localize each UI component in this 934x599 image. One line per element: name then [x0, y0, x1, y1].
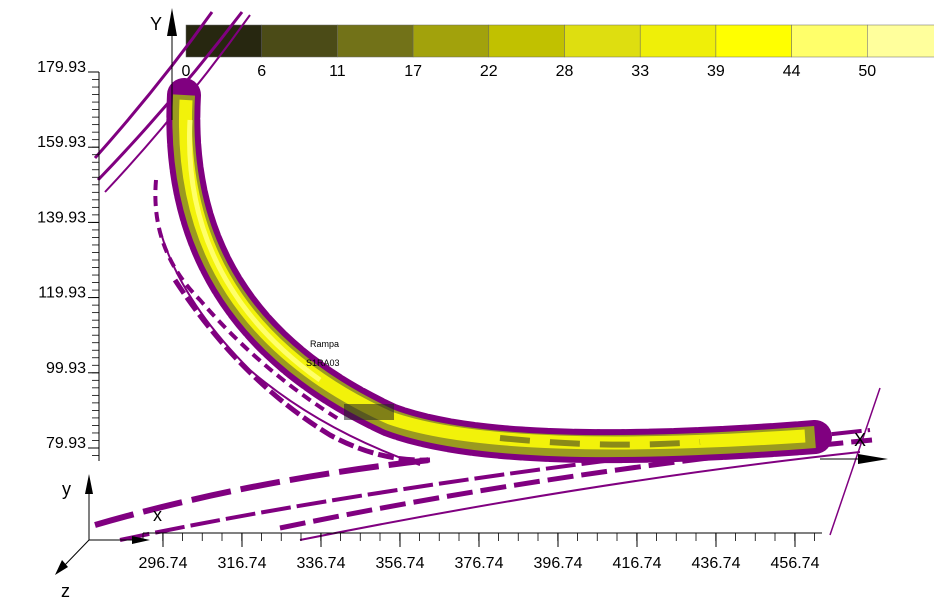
y-axis-tick-label: 159.93: [37, 134, 86, 151]
colorbar-swatch: [791, 24, 868, 58]
ramp-band-outline: [166, 78, 832, 464]
colorbar-tick-label: 44: [783, 63, 801, 80]
colorbar-tick-label: 28: [556, 63, 574, 80]
x-axis-name: X: [854, 430, 866, 450]
outline-strand: [299, 451, 861, 541]
colorbar-tick-label: 11: [329, 63, 346, 80]
ramp-marker: [344, 404, 394, 420]
y-axis-tick-label: 179.93: [37, 59, 86, 76]
ramp-band-shadow: [172, 94, 816, 458]
colorbar-tick-label: 33: [631, 63, 649, 80]
x-axis-tick-label: 376.74: [455, 555, 504, 572]
colorbar-tick-label: 22: [480, 63, 498, 80]
y-axis-major-ticks: 179.93 159.93 139.93 119.93 99.93 79.93: [37, 59, 99, 452]
triad-y-arrow-icon: [85, 474, 93, 494]
colorbar-tick-label: 17: [404, 63, 422, 80]
triad-z-label: z: [61, 581, 70, 599]
y-axis-tick-label: 119.93: [38, 285, 86, 302]
colorbar-swatch: [261, 24, 338, 58]
outline-strand: [93, 11, 214, 159]
outline-strand: [172, 278, 431, 463]
annotation-s1ra03: S1RA03: [306, 358, 340, 368]
y-axis-arrow-icon: [167, 8, 177, 36]
x-axis: 296.74 316.74 336.74 356.74 376.74 396.74 416.…: [139, 430, 888, 572]
annotation-rampa: Rampa: [310, 339, 339, 349]
colorbar-swatch: [867, 24, 934, 58]
triad-x-arrow-icon: [132, 536, 150, 544]
y-axis-name: Y: [150, 14, 162, 34]
outline-strand: [94, 457, 431, 528]
x-axis-arrow-icon: [858, 454, 888, 464]
colorbar-tick-label: 50: [858, 63, 876, 80]
x-axis-tick-label: 396.74: [534, 555, 583, 572]
colorbar: [185, 24, 934, 58]
y-axis-tick-label: 139.93: [37, 209, 86, 226]
orientation-triad: y x z: [55, 474, 162, 599]
colorbar-swatch: [715, 24, 792, 58]
x-axis-tick-label: 416.74: [613, 555, 662, 572]
outline-strand: [829, 387, 881, 536]
x-axis-tick-label: 296.74: [139, 555, 188, 572]
x-axis-major-ticks: 296.74 316.74 336.74 356.74 376.74 396.74 416.…: [139, 533, 820, 572]
y-axis-tick-label: 99.93: [46, 360, 86, 377]
colorbar-swatch: [564, 24, 641, 58]
colorbar-ticks: 0 6 11 17 22 28 33 39 44 50: [182, 63, 877, 80]
x-axis-tick-label: 316.74: [218, 555, 267, 572]
x-axis-tick-label: 356.74: [376, 555, 425, 572]
x-axis-tick-label: 456.74: [771, 555, 820, 572]
y-axis-tick-label: 79.93: [46, 435, 86, 452]
plot-area: Rampa S1RA03: [93, 11, 881, 542]
colorbar-tick-label: 6: [257, 63, 266, 80]
y-axis: 179.93 159.93 139.93 119.93 99.93 79.93 Y: [37, 8, 177, 461]
colorbar-swatch: [488, 24, 565, 58]
y-axis-minor-ticks: [92, 71, 99, 456]
ramp-band-darkpatch: [499, 435, 701, 448]
colorbar-tick-label: 0: [182, 63, 191, 80]
ramp-band-highlight: [187, 119, 322, 383]
colorbar-swatch: [337, 24, 414, 58]
triad-y-label: y: [62, 479, 71, 499]
outline-strand: [153, 179, 342, 422]
triad-x-label: x: [153, 505, 162, 525]
x-axis-tick-label: 436.74: [692, 555, 741, 572]
colorbar-swatch: [639, 24, 717, 58]
triad-z-arrow-icon: [55, 560, 68, 575]
colorbar-tick-label: 39: [707, 63, 725, 80]
x-axis-tick-label: 336.74: [297, 555, 346, 572]
colorbar-swatch: [412, 24, 490, 58]
